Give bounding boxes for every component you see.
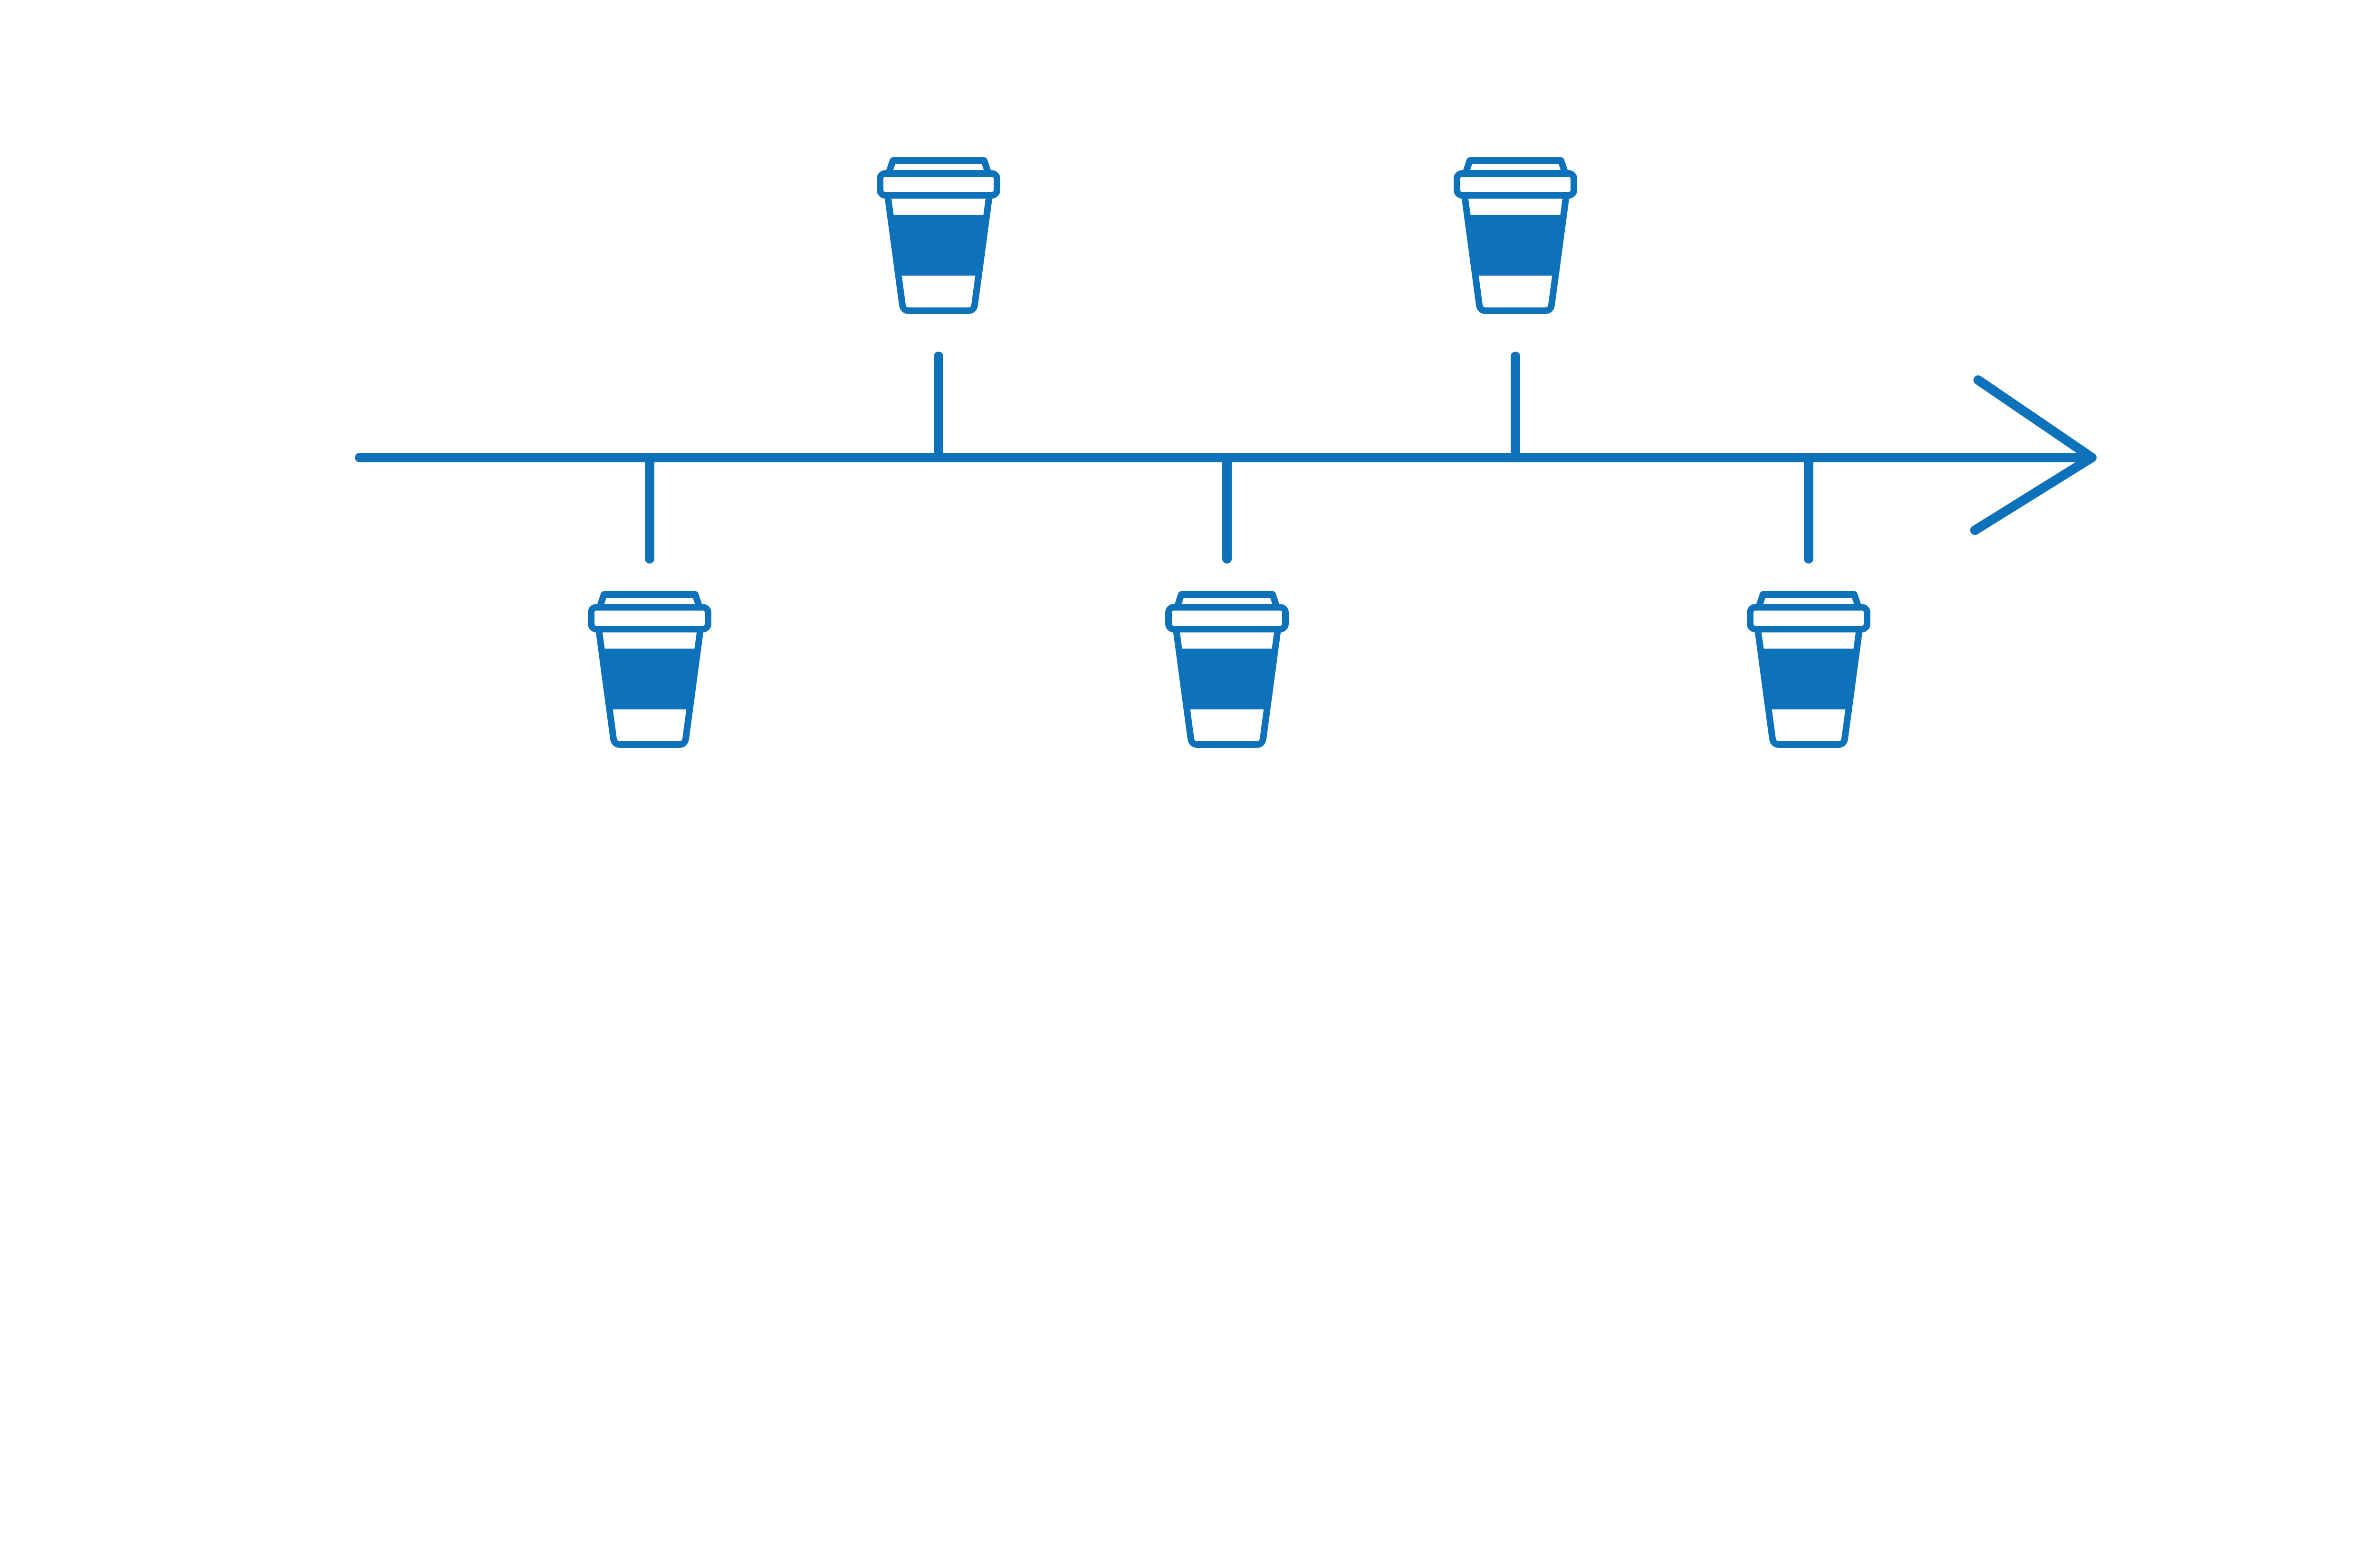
timeline-marker [880,161,997,462]
timeline-marker [591,453,708,745]
arrowhead-icon [1970,375,2097,535]
coffee-cup-icon [880,161,997,311]
timeline-marker [1750,453,1867,745]
coffee-cup-icon [1457,161,1574,311]
coffee-cup-icon [1750,594,1867,745]
coffee-cup-icon [591,594,708,745]
timeline-marker [1457,161,1574,462]
timeline-marker [1169,453,1285,745]
coffee-cup-icon [1169,594,1285,745]
